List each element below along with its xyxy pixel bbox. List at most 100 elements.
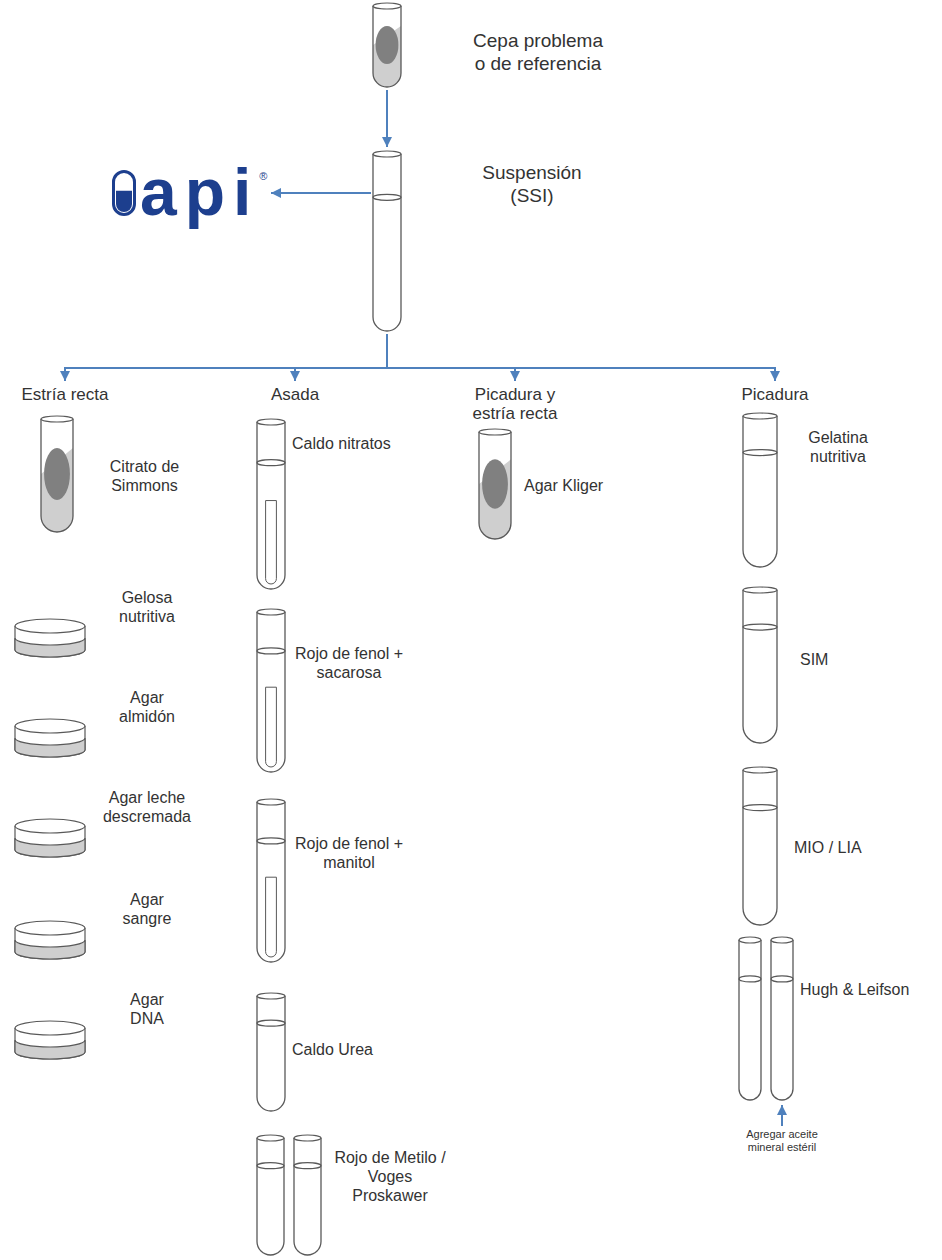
api-logo-shape — [112, 170, 136, 216]
technique-column: Picadura y estría rectaAgar Kliger — [457, 382, 627, 542]
specimen-label: Caldo Urea — [292, 1040, 373, 1059]
durham-tube — [266, 877, 277, 957]
liquid-level — [739, 976, 761, 982]
shape-group — [15, 921, 85, 959]
tube-body — [257, 802, 285, 962]
registered-mark: ® — [259, 171, 267, 182]
agar-slant — [373, 26, 401, 87]
shape-group — [743, 767, 777, 925]
text-holder: Suspensión (SSI) — [472, 162, 592, 208]
tube-outline — [373, 6, 401, 87]
text-holder: Agar Kliger — [524, 476, 603, 495]
stab-tube: SIM — [742, 586, 829, 744]
shape-group — [15, 819, 85, 857]
tube-pair-shape — [738, 936, 794, 1101]
text-holder: Rojo de fenol + sacarosa — [290, 644, 408, 682]
technique-column: Estría rectaCitrato de SimmonsGelosa nut… — [5, 382, 205, 1067]
specimen-label: Gelatina nutritiva — [796, 428, 880, 466]
note-holder: Agregar aceite mineral estéril — [732, 1128, 832, 1154]
shape-group — [15, 619, 85, 657]
text-holder: Caldo nitratos — [292, 434, 391, 453]
specimen-label: Gelosa nutritiva — [107, 588, 187, 626]
specimen-label: Caldo nitratos — [292, 434, 391, 453]
broth-tube-shape — [256, 418, 286, 590]
stab-tube-shape — [742, 586, 778, 744]
instruction-note: Agregar aceite mineral estéril — [732, 1128, 832, 1154]
specimen-label: Rojo de fenol + manitol — [290, 834, 408, 872]
shape-group — [257, 419, 285, 589]
tube-body — [257, 996, 285, 1111]
liquid-level — [257, 648, 285, 654]
specimen-label: SIM — [800, 650, 828, 669]
petri-dish-shape — [14, 718, 86, 760]
specimen-label: Agar Kliger — [524, 476, 603, 495]
api-logo: api® — [112, 159, 268, 225]
tube-body — [739, 940, 761, 1100]
column-heading: Estría recta — [8, 386, 122, 405]
tube-mouth — [257, 419, 285, 425]
tube-body — [743, 590, 777, 743]
dish-agar — [15, 638, 85, 657]
text-holder: Agar almidón — [107, 688, 187, 726]
tube-body — [41, 419, 73, 532]
stab-tube-shape — [742, 412, 778, 568]
shape-group — [479, 429, 511, 539]
liquid-level — [257, 838, 285, 844]
specimen-label: MIO / LIA — [794, 838, 862, 857]
tube-mouth — [257, 1135, 284, 1141]
dish-lid — [15, 719, 85, 733]
tube-mouth — [373, 3, 401, 9]
logo-text: api — [140, 159, 259, 225]
dish-lid — [15, 619, 85, 633]
durham-tube — [266, 687, 277, 767]
specimen-label: Agar sangre — [107, 890, 187, 928]
specimen-label: Rojo de Metilo / Voges Proskawer — [332, 1148, 448, 1206]
specimen-label: Rojo de fenol + sacarosa — [290, 644, 408, 682]
liquid-level — [257, 1020, 285, 1026]
liquid-level — [743, 805, 777, 811]
tube-mouth — [771, 937, 793, 943]
slant-tube: Citrato de Simmons — [40, 415, 197, 533]
column-heading: Asada — [240, 386, 350, 405]
shape-group — [257, 1135, 321, 1255]
colony-growth — [44, 448, 70, 500]
broth-tube: Rojo de fenol + sacarosa — [256, 608, 408, 773]
stab-tube-shape — [742, 766, 778, 926]
tube-body — [771, 940, 793, 1100]
durham-tube — [266, 501, 277, 584]
arrow-connector — [271, 192, 371, 194]
tube-body — [743, 770, 777, 925]
petri-dish: Agar almidón — [14, 688, 187, 760]
stab-tube: MIO / LIA — [742, 766, 862, 926]
shape-group — [739, 937, 793, 1100]
culture-tube: Cepa problema o de referencia — [372, 2, 608, 88]
tube-pair: Hugh & Leifson — [738, 936, 910, 1101]
text-holder: Rojo de Metilo / Voges Proskawer — [332, 1148, 448, 1206]
text-holder: Estría recta — [8, 386, 122, 405]
text-holder: Agar sangre — [107, 890, 187, 928]
text-holder: Hugh & Leifson — [800, 980, 909, 999]
column-heading: Picadura — [725, 386, 825, 405]
broth-tube-shape — [256, 992, 286, 1112]
tube-mouth — [479, 429, 511, 435]
tube-body — [479, 432, 511, 539]
suspension-tube: Suspensión (SSI) — [372, 150, 592, 332]
stab-tube: Gelatina nutritiva — [742, 412, 880, 568]
liquid-level — [771, 976, 793, 982]
tube-mouth — [743, 413, 777, 419]
leader-arrow — [781, 1105, 783, 1126]
specimen-label: Hugh & Leifson — [800, 980, 909, 999]
slant-tube-shape — [40, 415, 74, 533]
arrow-connector — [295, 334, 387, 381]
dish-lid — [15, 819, 85, 833]
shape-group — [114, 172, 135, 215]
tube-outline — [41, 419, 73, 532]
dish-agar — [15, 738, 85, 757]
tube-body — [743, 416, 777, 567]
text-holder: Gelosa nutritiva — [107, 588, 187, 626]
broth-tube-shape — [256, 798, 286, 963]
tube-body — [257, 422, 285, 589]
petri-dish: Agar leche descremada — [14, 788, 195, 860]
shape-group — [257, 799, 285, 962]
